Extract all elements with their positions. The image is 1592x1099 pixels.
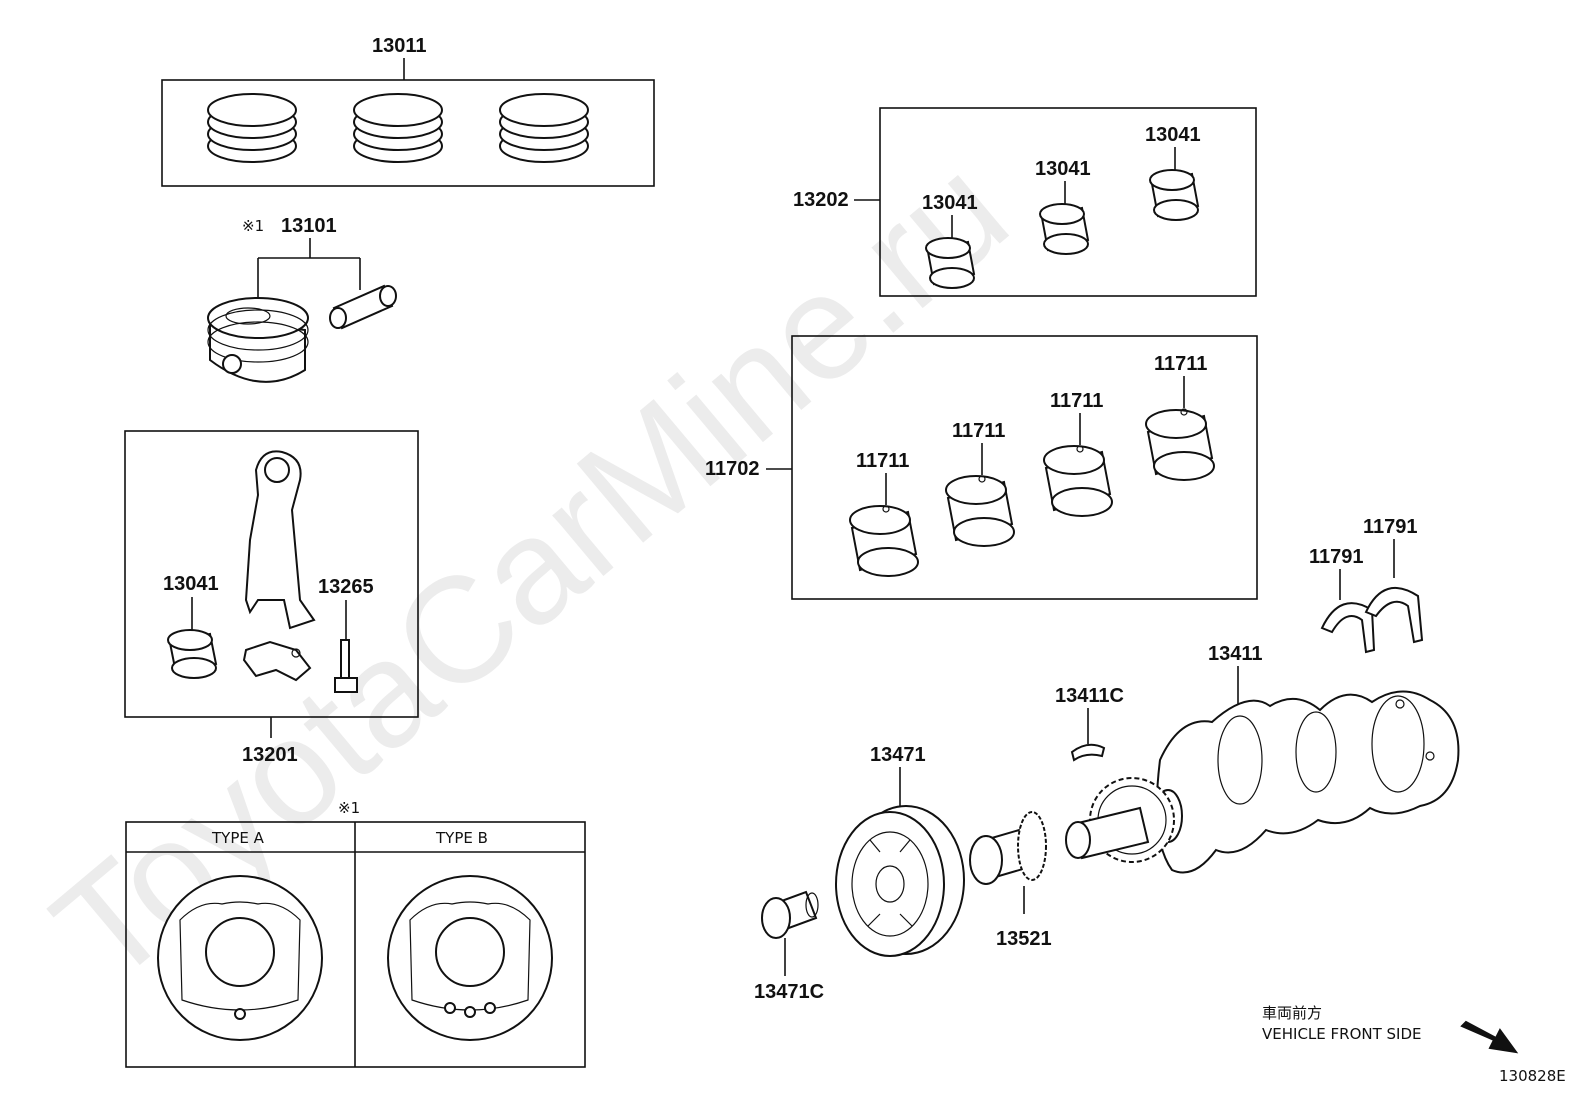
piston-ring-set-box [161, 79, 655, 187]
pulley-group: 13471 [835, 744, 965, 957]
callout-pulley[interactable]: 13471 [870, 744, 926, 766]
piston-ring-icon [207, 93, 297, 163]
crank-sprocket-group: 13521 [969, 811, 1052, 950]
callout-conrod-bolt[interactable]: 13265 [318, 576, 374, 598]
main-bearing-set-box [791, 335, 1258, 600]
conrod-group: 13041 13265 13201 [124, 430, 419, 766]
callout-conrod-bearing-set[interactable]: 13202 [793, 189, 849, 211]
conrod-bearing-set-group: 13202 13041 13041 13041 [793, 107, 1257, 297]
piston-top-type-b-icon [387, 875, 553, 1041]
crankshaft-group: 13411 13411C [1055, 643, 1460, 874]
crank-sprocket-icon [969, 811, 1047, 885]
bearing-shell-icon [925, 237, 976, 289]
callout-crank-sprocket[interactable]: 13521 [996, 928, 1052, 950]
callout-pulley-bolt[interactable]: 13471C [754, 981, 824, 1003]
piston-ring-icon [353, 93, 443, 163]
conrod-bearing-set-box [879, 107, 1257, 297]
direction-arrow-icon [1460, 1020, 1519, 1054]
conrod-bolt-icon [334, 639, 358, 693]
figure-code: 130828E [1499, 1067, 1566, 1085]
piston-ring-set-group: 13011 [161, 35, 655, 187]
pulley-bolt-group: 13471C [754, 890, 824, 1003]
pulley-bolt-icon [761, 890, 819, 939]
callout-conrod-assy[interactable]: 13201 [242, 744, 298, 766]
main-bearing-set-group: 11702 11711 11711 11711 11711 [705, 335, 1258, 600]
note-mark: ※1 [242, 217, 264, 235]
type-b-label: TYPE B [435, 829, 488, 847]
piston-type-table: ※1 TYPE A TYPE B [125, 799, 586, 1068]
callout-crank-key[interactable]: 13411C [1055, 685, 1124, 707]
note-mark: ※1 [338, 799, 360, 817]
piston-group: ※1 13101 [207, 215, 397, 383]
piston-ring-icon [499, 93, 589, 163]
type-a-label: TYPE A [211, 829, 265, 847]
callout-conrod-bearing-b[interactable]: 13041 [1035, 158, 1091, 180]
callout-main-bearing-set[interactable]: 11702 [705, 458, 760, 480]
direction-label-en: VEHICLE FRONT SIDE [1262, 1025, 1422, 1043]
callout-thrust-washer-a[interactable]: 11791 [1309, 546, 1364, 568]
piston-pin-icon [329, 284, 397, 330]
piston-top-type-a-icon [157, 875, 323, 1041]
main-bearing-icon [945, 475, 1015, 547]
callout-main-bearing-d[interactable]: 11711 [1154, 353, 1207, 375]
main-bearing-icon [849, 505, 919, 577]
thrust-washer-group: 11791 11791 [1309, 516, 1424, 654]
callout-main-bearing-b[interactable]: 11711 [952, 420, 1005, 442]
bearing-shell-icon [1149, 169, 1200, 221]
callout-thrust-washer-b[interactable]: 11791 [1363, 516, 1418, 538]
callout-piston[interactable]: 13101 [281, 215, 337, 237]
crank-pulley-icon [835, 805, 965, 957]
callout-main-bearing-c[interactable]: 11711 [1050, 390, 1103, 412]
callout-crankshaft[interactable]: 13411 [1208, 643, 1263, 665]
crank-key-icon [1070, 743, 1106, 762]
conrod-bearing-icon [167, 629, 218, 679]
callout-conrod-bearing-c[interactable]: 13041 [1145, 124, 1201, 146]
piston-icon [207, 297, 309, 383]
direction-label-jp: 車両前方 [1262, 1004, 1322, 1022]
crank-snout-icon [1065, 806, 1150, 860]
conrod-icon [242, 450, 316, 682]
main-bearing-icon [1043, 445, 1113, 517]
bearing-shell-icon [1039, 203, 1090, 255]
thrust-washer-icon [1320, 602, 1376, 654]
vehicle-front-indicator: 車両前方 VEHICLE FRONT SIDE [1262, 1004, 1519, 1054]
crankshaft-icon [1153, 690, 1460, 874]
callout-main-bearing-a[interactable]: 11711 [856, 450, 909, 472]
callout-conrod-bearing[interactable]: 13041 [163, 573, 219, 595]
callout-conrod-bearing-a[interactable]: 13041 [922, 192, 978, 214]
callout-piston-ring-set[interactable]: 13011 [372, 35, 427, 57]
main-bearing-icon [1145, 408, 1215, 481]
thrust-washer-icon [1364, 587, 1424, 644]
